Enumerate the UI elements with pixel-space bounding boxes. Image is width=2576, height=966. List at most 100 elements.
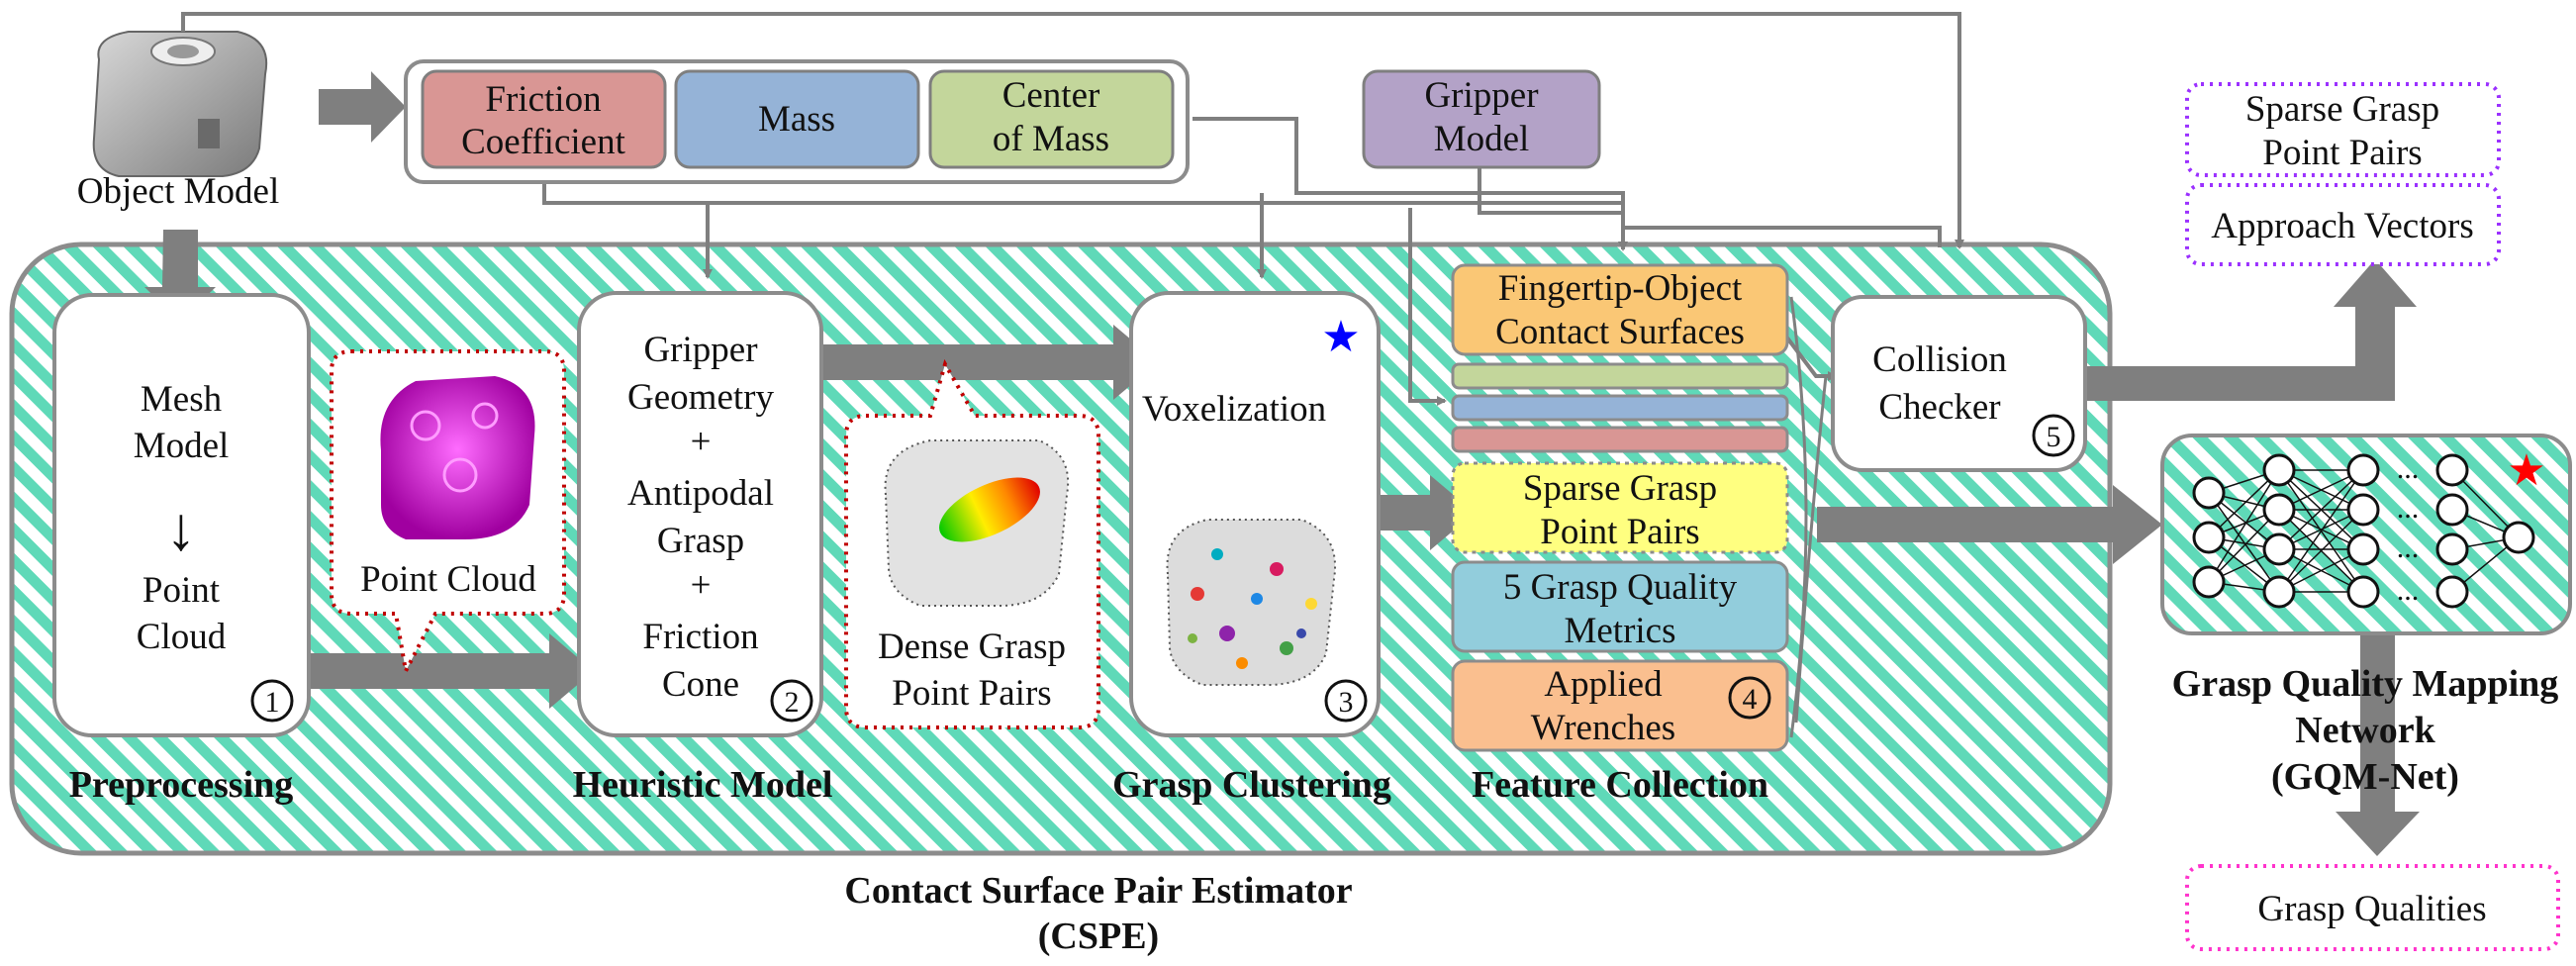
nn-edge — [2208, 509, 2280, 583]
cspe-title-line1: Contact Surface Pair Estimator — [844, 870, 1352, 912]
feature-strip-com — [1451, 362, 1789, 390]
svg-text:Wrenches: Wrenches — [1531, 708, 1675, 748]
svg-text:+: + — [691, 565, 712, 606]
gqm-title-line1: Grasp Quality Mapping — [2172, 663, 2559, 705]
nn-node — [2346, 453, 2380, 487]
stage-number-2: 2 — [785, 686, 800, 719]
svg-text:Mesh: Mesh — [141, 379, 223, 420]
svg-text:Fingertip-Object: Fingertip-Object — [1498, 268, 1743, 309]
down-arrow-icon: ↓ — [166, 496, 197, 563]
svg-text:Collision: Collision — [1872, 339, 2007, 380]
feature-strip-friction — [1451, 426, 1789, 453]
svg-text:Antipodal: Antipodal — [627, 473, 774, 514]
grasp-clustering-box: Voxelization ★ 3 — [1129, 291, 1381, 737]
svg-text:Grasp: Grasp — [657, 521, 744, 561]
feature-applied-wrenches: Applied Wrenches 4 — [1451, 659, 1789, 752]
nn-node — [2262, 453, 2296, 487]
friction-box: Friction Coefficient — [421, 69, 667, 169]
svg-text:Model: Model — [1434, 119, 1530, 159]
gqm-title-line3: (GQM-Net) — [2271, 756, 2459, 798]
output-approach-vectors: Approach Vectors — [2185, 183, 2501, 266]
svg-text:Point Pairs: Point Pairs — [1540, 512, 1699, 552]
nn-node — [2192, 565, 2226, 599]
svg-text:Sparse Grasp: Sparse Grasp — [2245, 89, 2439, 130]
stage-number-1: 1 — [265, 686, 280, 719]
output-sparse-pairs: Sparse Grasp Point Pairs — [2185, 82, 2501, 177]
svg-text:Dense Grasp: Dense Grasp — [878, 627, 1066, 667]
nn-node — [2435, 532, 2469, 566]
feature-sparse-pairs: Sparse Grasp Point Pairs — [1451, 461, 1789, 554]
dense-grasp-bubble: Dense Grasp Point Pairs — [844, 358, 1100, 729]
nn-node — [2346, 493, 2380, 527]
svg-text:Contact Surfaces: Contact Surfaces — [1495, 312, 1745, 352]
grasp-clustering-caption: Grasp Clustering — [1112, 764, 1391, 806]
mass-box: Mass — [674, 69, 920, 169]
feature-strip-mass — [1451, 394, 1789, 422]
arrow-feature-to-gqm — [1817, 485, 2162, 564]
center-of-mass-box: Center of Mass — [928, 69, 1175, 169]
nn-node — [2435, 453, 2469, 487]
nn-node — [2262, 493, 2296, 527]
svg-text:Point: Point — [143, 570, 221, 611]
nn-node — [2262, 575, 2296, 609]
nn-ellipsis: ... — [2397, 452, 2420, 485]
stage-number-4: 4 — [1743, 683, 1758, 716]
heuristic-caption: Heuristic Model — [573, 764, 833, 806]
stage-number-3: 3 — [1339, 686, 1354, 719]
nn-node — [2502, 521, 2535, 554]
svg-text:Approach Vectors: Approach Vectors — [2211, 206, 2473, 246]
svg-text:Cone: Cone — [662, 664, 739, 705]
arrow-heuristic-to-clustering — [821, 325, 1158, 400]
arrow-object-to-props — [319, 71, 406, 143]
svg-text:Point Pairs: Point Pairs — [2262, 133, 2422, 173]
gqm-net-box: ★ ............ — [2160, 434, 2572, 635]
object-model-icon — [92, 31, 268, 177]
red-star-icon: ★ — [2507, 446, 2545, 495]
feature-collection-stack: Fingertip-Object Contact Surfaces Sparse… — [1451, 263, 1828, 752]
arrow-clustering-to-feature — [1368, 475, 1475, 550]
gqm-title-line2: Network — [2295, 710, 2435, 751]
svg-text:Coefficient: Coefficient — [461, 122, 625, 162]
cspe-title-line2: (CSPE) — [1038, 916, 1159, 957]
feature-collection-caption: Feature Collection — [1472, 764, 1768, 806]
nn-node — [2346, 575, 2380, 609]
preprocessing-caption: Preprocessing — [69, 764, 294, 806]
svg-text:Grasp Qualities: Grasp Qualities — [2257, 889, 2486, 929]
nn-node — [2435, 493, 2469, 527]
svg-text:Point Cloud: Point Cloud — [360, 559, 536, 600]
svg-text:Mass: Mass — [758, 99, 835, 140]
voxelization-icon — [1166, 519, 1336, 686]
svg-text:Cloud: Cloud — [137, 617, 227, 657]
nn-ellipsis: ... — [2397, 531, 2420, 564]
svg-text:Gripper: Gripper — [1424, 75, 1538, 116]
feature-quality-metrics: 5 Grasp Quality Metrics — [1451, 560, 1789, 653]
svg-text:of Mass: of Mass — [993, 119, 1109, 159]
neural-network-icon: ............ — [2192, 452, 2535, 609]
blue-star-icon: ★ — [1321, 313, 1360, 361]
collision-checker-box: Collision Checker 5 — [1831, 295, 2087, 472]
svg-text:Sparse Grasp: Sparse Grasp — [1523, 468, 1717, 509]
object-model-label: Object Model — [77, 171, 279, 212]
arrow-gqm-to-qualities — [2336, 614, 2420, 856]
nn-edge — [2278, 469, 2364, 550]
svg-text:5 Grasp Quality: 5 Grasp Quality — [1503, 567, 1738, 608]
arrow-collision-to-outputs — [2073, 259, 2417, 401]
svg-text:Point Pairs: Point Pairs — [892, 673, 1051, 714]
nn-node — [2346, 532, 2380, 566]
nn-node — [2192, 521, 2226, 554]
svg-text:Friction: Friction — [642, 617, 758, 657]
stage-number-5: 5 — [2047, 421, 2061, 453]
heuristic-model-box: Gripper Geometry + Antipodal Grasp + Fri… — [577, 291, 823, 737]
nn-node — [2262, 532, 2296, 566]
svg-text:Friction: Friction — [485, 79, 601, 120]
nn-edge — [2278, 509, 2364, 593]
nn-node — [2192, 476, 2226, 510]
svg-text:Center: Center — [1002, 75, 1100, 116]
svg-text:Applied: Applied — [1544, 664, 1663, 705]
svg-text:Checker: Checker — [1878, 387, 2000, 428]
svg-text:Gripper: Gripper — [643, 330, 757, 370]
nn-edge — [2278, 469, 2364, 593]
preprocessing-box: Mesh Model ↓ Point Cloud 1 — [52, 293, 311, 737]
dense-grasp-icon — [884, 439, 1070, 607]
